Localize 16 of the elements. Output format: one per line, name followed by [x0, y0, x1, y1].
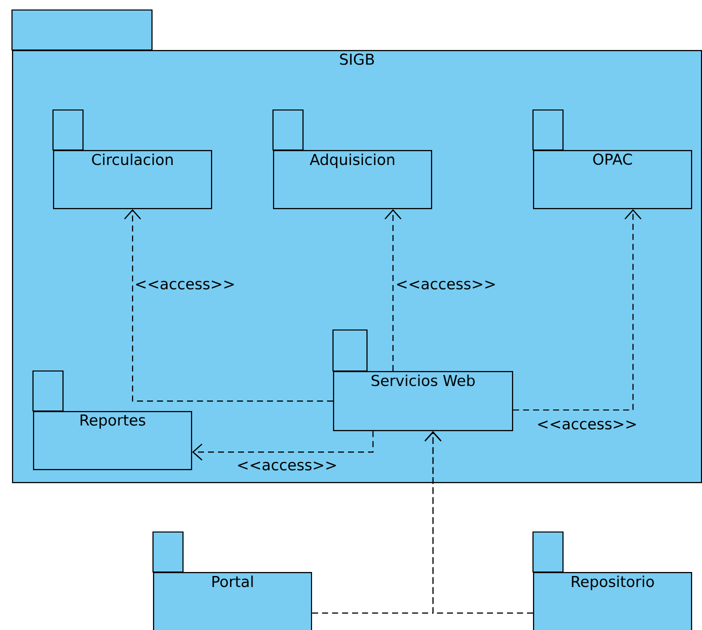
package-box: Repositorio — [532, 531, 692, 630]
edge-label: <<access>> — [536, 420, 638, 430]
package-box: Circulacion — [52, 109, 212, 210]
dependency-arrow — [513, 209, 642, 411]
package-box: Servicios Web — [332, 329, 514, 432]
edge-label: <<access>> — [134, 280, 236, 290]
dependency-arrow — [192, 431, 374, 461]
package-box: Portal — [152, 531, 312, 630]
dependency-arrow — [124, 209, 333, 402]
package-box: Adquisicion — [272, 109, 432, 210]
edge-label: <<access>> — [236, 460, 338, 472]
edge-label: <<access>> — [394, 280, 498, 290]
dependency-arrow — [384, 209, 402, 371]
package-box: OPAC — [532, 109, 692, 210]
package-box: Reportes — [32, 370, 192, 470]
dependency-arrow — [424, 431, 533, 614]
